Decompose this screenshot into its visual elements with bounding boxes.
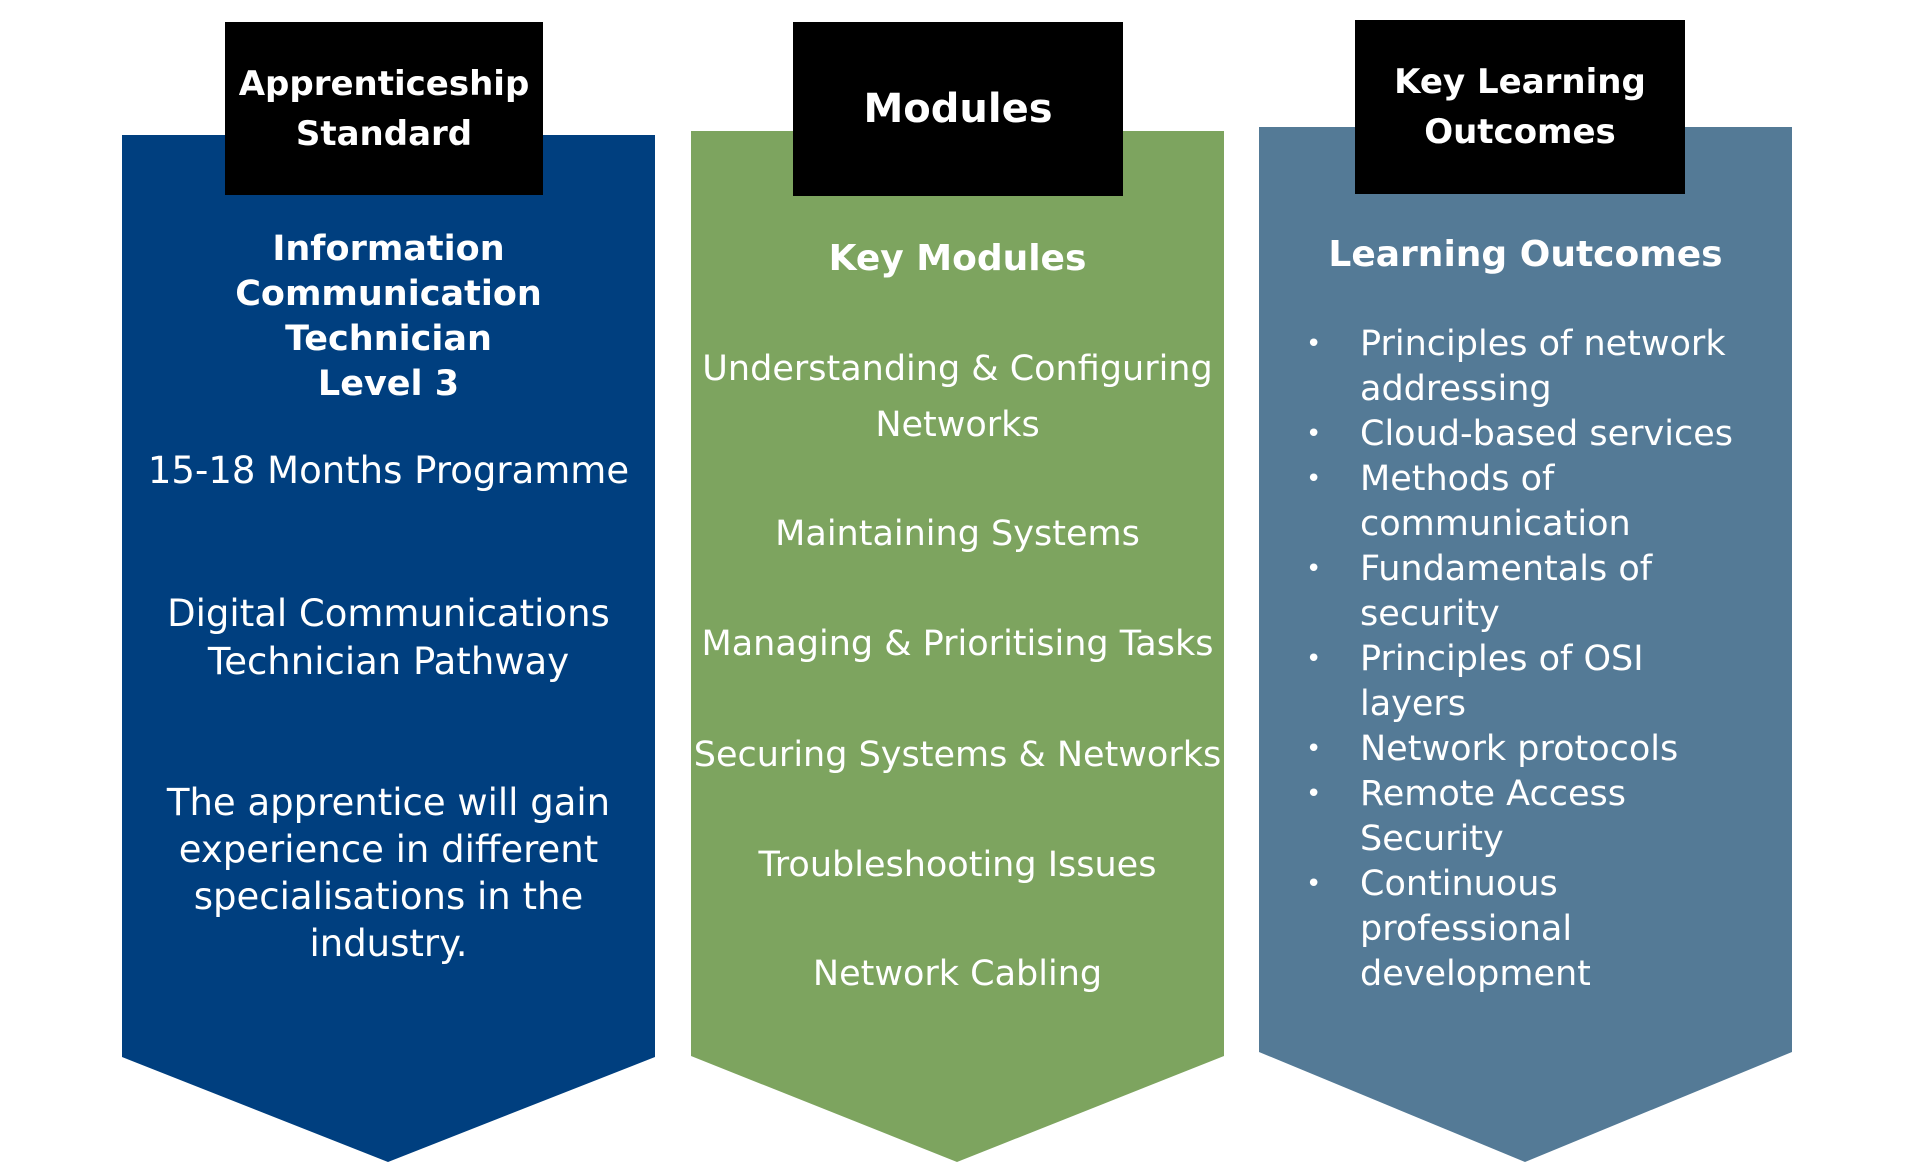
module-line: Maintaining Systems [775, 514, 1140, 554]
module-line: Understanding & Configuring [702, 349, 1213, 389]
outcome-item: • Remote Access Security [1259, 772, 1792, 862]
column-3-header: Key Learning Outcomes [1355, 20, 1685, 194]
module-item: Troubleshooting Issues [691, 837, 1224, 893]
outcome-item: • Principles of network addressing [1259, 322, 1792, 412]
pathway-line: Digital Communications [167, 592, 610, 635]
module-item: Understanding & Configuring Networks [691, 341, 1224, 453]
module-line: Managing & Prioritising Tasks [701, 624, 1214, 664]
outcome-line: Methods of [1360, 459, 1555, 499]
learning-outcomes-title: Learning Outcomes [1328, 234, 1723, 275]
column-1-arrow-shape [122, 135, 655, 1162]
column-3-arrow-shape [1259, 127, 1792, 1162]
standard-title: Information Communication Technician Lev… [122, 227, 655, 407]
pathway-line: Technician Pathway [207, 640, 570, 683]
description-line: experience in different [178, 828, 599, 871]
outcome-line: Fundamentals of [1360, 549, 1653, 589]
outcome-line: Security [1360, 819, 1504, 859]
description-line: specialisations in the [193, 875, 584, 918]
column-1-header: Apprenticeship Standard [225, 22, 543, 195]
modules-column: Modules Key Modules Understanding & Conf… [691, 22, 1224, 1162]
column-3-arrow-fill [1259, 127, 1792, 1162]
outcome-item: • Network protocols [1259, 727, 1792, 772]
outcome-line: Cloud-based services [1360, 414, 1733, 454]
module-item: Maintaining Systems [691, 506, 1224, 562]
module-item: Network Cabling [691, 946, 1224, 1002]
pathway: Digital Communications Technician Pathwa… [122, 590, 655, 686]
outcome-line: development [1360, 954, 1591, 994]
bullet-icon: • [1306, 329, 1322, 359]
outcome-item: • Fundamentals of security [1259, 547, 1792, 637]
outcome-line: Network protocols [1360, 729, 1679, 769]
bullet-icon: • [1306, 779, 1322, 809]
bullet-icon: • [1306, 869, 1322, 899]
standard-title-line: Level 3 [317, 364, 460, 404]
bullet-icon: • [1306, 554, 1322, 584]
outcome-line: security [1360, 594, 1500, 634]
apprentice-description: The apprentice will gain experience in d… [122, 779, 655, 967]
bullet-icon: • [1306, 644, 1322, 674]
outcome-line: Principles of network [1360, 324, 1726, 364]
outcome-line: Remote Access [1360, 774, 1626, 814]
module-line: Troubleshooting Issues [758, 845, 1157, 885]
column-1-header-line: Apprenticeship [238, 63, 530, 104]
standard-title-line: Communication [235, 274, 542, 314]
programme-duration: 15-18 Months Programme [147, 449, 630, 492]
outcome-item: • Methods of communication [1259, 457, 1792, 547]
apprenticeship-standard-column: Apprenticeship Standard Information Comm… [122, 22, 655, 1162]
outcome-item: • Continuous professional development [1259, 862, 1792, 997]
standard-title-line: Technician [285, 319, 492, 359]
outcomes-list: • Principles of network addressing • Clo… [1259, 322, 1792, 997]
outcome-line: layers [1360, 684, 1467, 724]
outcome-line: Continuous [1360, 864, 1558, 904]
module-line: Network Cabling [812, 954, 1103, 994]
bullet-icon: • [1306, 419, 1322, 449]
column-2-header-line: Modules [863, 86, 1053, 132]
outcome-line: Principles of OSI [1360, 639, 1644, 679]
standard-title-line: Information [272, 229, 505, 269]
outcome-line: addressing [1360, 369, 1552, 409]
column-1-arrow-fill [122, 135, 655, 1162]
outcome-item: • Principles of OSI layers [1259, 637, 1792, 727]
column-2-arrow-fill [691, 131, 1224, 1162]
outcome-line: professional [1360, 909, 1573, 949]
column-2-header: Modules [793, 22, 1123, 196]
module-line: Securing Systems & Networks [693, 735, 1222, 775]
column-2-arrow-shape [691, 131, 1224, 1162]
module-line: Networks [875, 405, 1040, 445]
bullet-icon: • [1306, 734, 1322, 764]
key-modules-title: Key Modules [828, 238, 1087, 279]
outcome-line: communication [1360, 504, 1631, 544]
module-item: Securing Systems & Networks [691, 727, 1224, 783]
module-item: Managing & Prioritising Tasks [691, 616, 1224, 672]
description-line: industry. [309, 922, 468, 965]
column-3-header-line: Key Learning [1394, 62, 1646, 102]
column-1-header-line: Standard [295, 113, 473, 154]
bullet-icon: • [1306, 464, 1322, 494]
description-line: The apprentice will gain [166, 781, 611, 824]
column-3-header-line: Outcomes [1424, 112, 1616, 152]
outcome-item: • Cloud-based services [1259, 412, 1792, 457]
learning-outcomes-column: Key Learning Outcomes Learning Outcomes … [1259, 20, 1792, 1162]
